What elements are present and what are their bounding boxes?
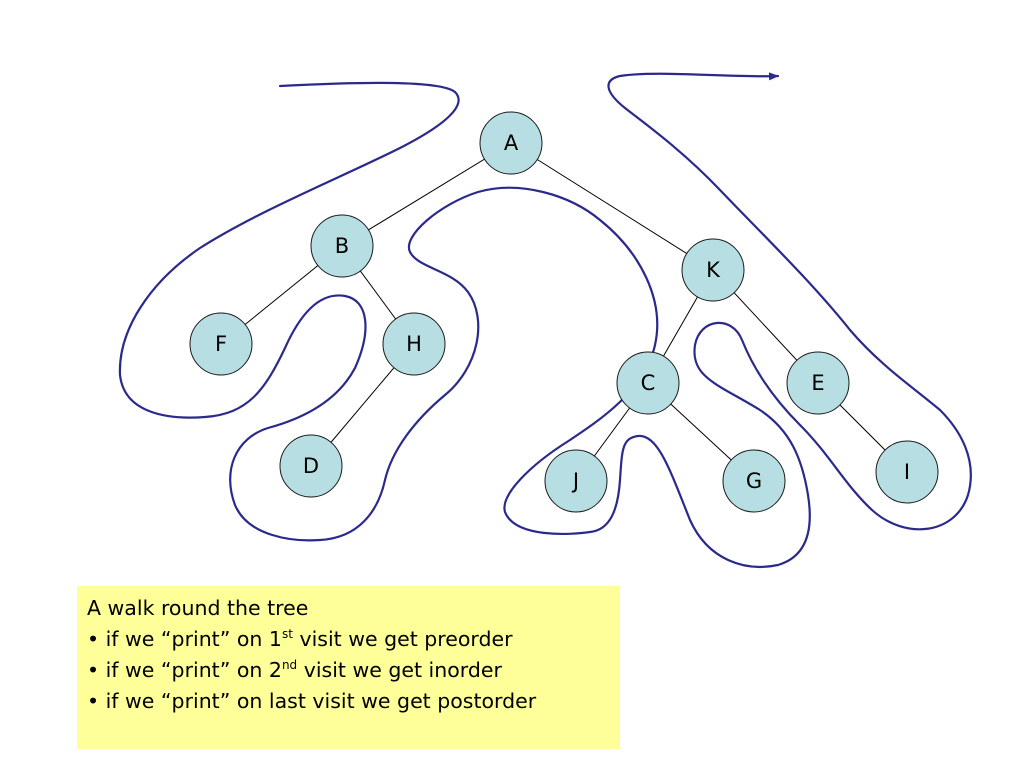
edge-a-b — [341, 142, 512, 247]
tree-node-g: G — [722, 449, 786, 513]
node-circle — [310, 214, 374, 278]
node-label: J — [571, 469, 579, 493]
note-inorder: • if we “print” on 2nd visit we get inor… — [87, 655, 610, 686]
node-circle — [544, 449, 608, 513]
note-heading: A walk round the tree — [87, 593, 610, 624]
node-circle — [189, 312, 253, 376]
tree-node-k: K — [681, 238, 745, 302]
tree-node-j: J — [544, 449, 608, 513]
node-circle — [722, 449, 786, 513]
node-label: K — [706, 258, 721, 282]
node-label: D — [303, 454, 319, 478]
note-preorder-text: if we “print” on 1 — [99, 627, 282, 651]
ordinal-suffix: nd — [281, 658, 298, 673]
walk-around-path — [118, 72, 972, 568]
tree-node-b: B — [310, 214, 374, 278]
ordinal-suffix: st — [281, 627, 293, 642]
note-inorder-text-end: visit we get inorder — [297, 658, 502, 682]
note-heading-text: A walk round the tree — [87, 596, 309, 620]
note-inorder-text: if we “print” on 2 — [99, 658, 282, 682]
node-label: F — [215, 332, 227, 356]
bullet: • — [87, 658, 100, 682]
node-label: H — [406, 332, 422, 356]
note-preorder: • if we “print” on 1st visit we get preo… — [87, 624, 610, 655]
traversal-note: A walk round the tree • if we “print” on… — [77, 586, 620, 749]
node-label: B — [335, 234, 349, 258]
node-label: G — [746, 469, 762, 493]
node-circle — [786, 351, 850, 415]
tree-node-h: H — [382, 312, 446, 376]
node-label: E — [811, 371, 824, 395]
node-label: C — [641, 371, 656, 395]
tree-nodes: A B K F H D C E J G I — [189, 111, 939, 513]
node-circle — [279, 434, 343, 498]
tree-node-f: F — [189, 312, 253, 376]
node-circle — [479, 111, 543, 175]
tree-node-c: C — [616, 351, 680, 415]
tree-node-i: I — [875, 440, 939, 504]
node-circle — [616, 351, 680, 415]
node-circle — [681, 238, 745, 302]
tree-node-d: D — [279, 434, 343, 498]
tree-node-e: E — [786, 351, 850, 415]
edge-a-k — [510, 142, 714, 271]
node-label: A — [504, 131, 519, 155]
note-postorder-text: if we “print” on last visit we get posto… — [99, 689, 537, 713]
note-postorder: • if we “print” on last visit we get pos… — [87, 686, 610, 717]
node-label: I — [904, 460, 910, 484]
bullet: • — [87, 689, 100, 713]
node-circle — [875, 440, 939, 504]
bullet: • — [87, 627, 100, 651]
note-preorder-text-end: visit we get preorder — [292, 627, 513, 651]
node-circle — [382, 312, 446, 376]
tree-node-a: A — [479, 111, 543, 175]
